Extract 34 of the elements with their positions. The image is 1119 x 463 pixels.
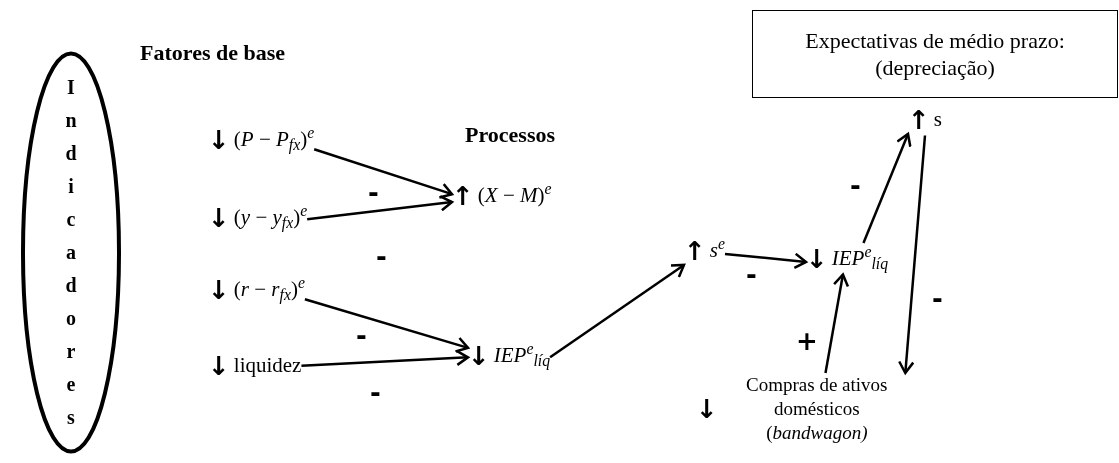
direction-arrow-icon: ↓ bbox=[208, 352, 230, 379]
node-text: Compras de ativos domésticos (bandwagon) bbox=[745, 373, 889, 445]
direction-arrow-icon: ↑ bbox=[452, 182, 474, 209]
text-box bbox=[752, 10, 1118, 98]
direction-arrow-icon: ↓ bbox=[468, 342, 490, 369]
math-expression: (P − P$_{fx}$)$^{e}$ bbox=[233, 124, 315, 156]
vertical-text: Indicadores bbox=[64, 75, 78, 430]
arrow bbox=[307, 195, 454, 221]
math-expression: liquidez bbox=[233, 352, 302, 379]
math-expression: (y − y$_{fx}$)$^{e}$ bbox=[233, 202, 308, 234]
direction-arrow-icon: ↓ bbox=[806, 245, 828, 272]
arrow bbox=[304, 298, 470, 353]
arrow bbox=[862, 132, 912, 244]
direction-arrow-icon: ↓ bbox=[208, 126, 230, 153]
ellipse-node bbox=[20, 50, 122, 455]
box-text: Expectativas de médio prazo: bbox=[805, 26, 1065, 54]
direction-arrow-icon: ↓ bbox=[208, 204, 230, 231]
direction-arrow-icon: ↓ bbox=[208, 276, 230, 303]
direction-arrow-icon: ↓ bbox=[696, 396, 718, 422]
heading: Processos bbox=[465, 121, 556, 149]
box-text: (depreciação) bbox=[875, 54, 995, 82]
math-expression: s$^{e}$ bbox=[709, 235, 725, 264]
direction-arrow-icon: ↑ bbox=[684, 237, 706, 264]
heading: Fatores de base bbox=[140, 39, 286, 67]
arrow bbox=[824, 273, 850, 374]
math-expression: s bbox=[933, 106, 942, 133]
arrow bbox=[301, 349, 470, 367]
math-expression: (r − r$_{fx}$)$^{e}$ bbox=[233, 274, 305, 306]
arrow bbox=[313, 148, 454, 199]
arrow bbox=[549, 263, 686, 359]
arrow bbox=[724, 252, 808, 270]
direction-arrow-icon: ↑ bbox=[908, 106, 930, 133]
arrow bbox=[898, 135, 927, 375]
math-expression: (X − M)$^{e}$ bbox=[477, 180, 552, 209]
